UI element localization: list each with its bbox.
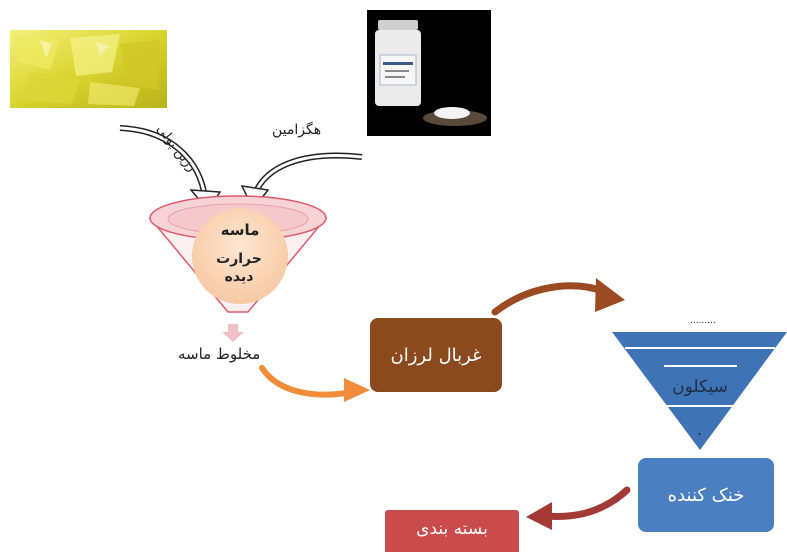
- funnel-down-arrow: [222, 324, 244, 342]
- packaging-box: [385, 510, 519, 552]
- resin-photo: [10, 30, 167, 108]
- mixing-funnel: [148, 195, 328, 313]
- cyclone-bottom-dot: .: [697, 420, 703, 439]
- cyclone-label: سیکلون: [672, 377, 728, 397]
- cooler-to-packaging-arrow: [542, 486, 631, 520]
- sand-mixture-label: مخلوط ماسه: [178, 345, 261, 363]
- cyclone-top-dots: .........: [690, 316, 716, 326]
- vibrating-screen-box: [370, 318, 502, 392]
- mixture-to-screen-arrow: [259, 365, 355, 398]
- cyclone-shape: [612, 332, 787, 450]
- cooler-label: خنک کننده: [667, 484, 745, 506]
- hexamine-label: هگزامین: [272, 122, 322, 138]
- heated-label: حرارت دیده: [216, 251, 262, 285]
- sand-label: ماسه: [220, 221, 260, 239]
- cooler-box: [638, 458, 774, 532]
- packaging-label: بسته بندی: [416, 519, 488, 539]
- vibrating-screen-label: غربال لرزان: [390, 344, 482, 366]
- hexamine-photo: [367, 10, 491, 136]
- screen-to-cyclone-arrow: [491, 282, 609, 316]
